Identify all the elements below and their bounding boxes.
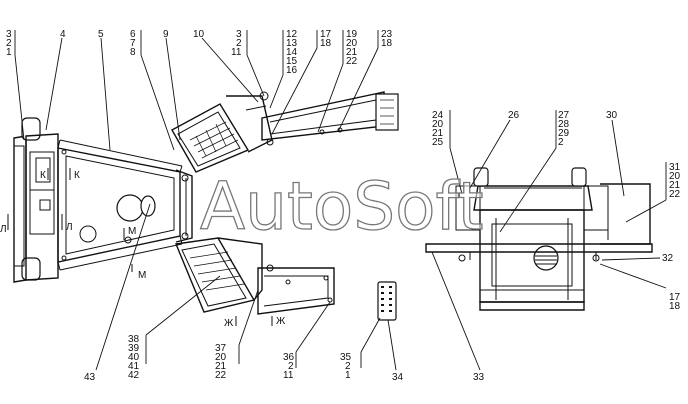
callout-17-18-top: 17 18 xyxy=(320,29,332,49)
svg-text:37: 37 xyxy=(215,343,227,354)
svg-text:20: 20 xyxy=(215,352,227,363)
lower-pedal-assembly xyxy=(175,237,335,315)
svg-text:11: 11 xyxy=(231,47,242,58)
callout-3-2-1: 3 2 1 xyxy=(6,29,12,58)
callout-32: 32 xyxy=(662,253,674,264)
svg-text:35: 35 xyxy=(340,352,352,363)
section-mark-m-upper: М xyxy=(128,226,136,237)
svg-text:6: 6 xyxy=(130,29,136,40)
svg-text:1: 1 xyxy=(345,370,351,381)
callout-36-2-11: 36 2 11 xyxy=(283,352,295,381)
callout-3-2-11: 3 2 11 xyxy=(231,29,242,58)
callout-24-25: 24 20 21 25 xyxy=(432,110,444,148)
callout-10: 10 xyxy=(193,29,205,40)
svg-text:8: 8 xyxy=(130,47,136,58)
svg-text:22: 22 xyxy=(669,189,681,200)
callout-12-16: 12 13 14 15 16 xyxy=(286,29,298,76)
svg-text:41: 41 xyxy=(128,361,140,372)
svg-text:12: 12 xyxy=(286,29,298,40)
callout-9: 9 xyxy=(163,29,169,40)
section-marks: К К Л Л М М Ж Ж xyxy=(0,168,286,329)
upper-pedal-assembly xyxy=(171,91,399,173)
section-mark-m-lower: М xyxy=(138,270,146,281)
svg-text:7: 7 xyxy=(130,38,136,49)
svg-text:13: 13 xyxy=(286,38,298,49)
svg-text:31: 31 xyxy=(669,162,681,173)
callout-30: 30 xyxy=(606,110,618,121)
svg-text:24: 24 xyxy=(432,110,444,121)
leader-lines xyxy=(14,30,667,371)
section-mark-l-left: Л xyxy=(0,224,7,235)
svg-text:3: 3 xyxy=(6,29,12,40)
svg-text:39: 39 xyxy=(128,343,140,354)
svg-text:28: 28 xyxy=(558,119,570,130)
callout-34: 34 xyxy=(392,372,404,383)
cab-floor-assembly xyxy=(13,117,193,283)
svg-text:21: 21 xyxy=(215,361,227,372)
svg-text:20: 20 xyxy=(432,119,444,130)
callout-31-22: 31 20 21 22 xyxy=(669,162,681,200)
svg-text:19: 19 xyxy=(346,29,358,40)
svg-text:2: 2 xyxy=(236,38,242,49)
front-view-assembly xyxy=(425,167,653,311)
callout-43: 43 xyxy=(84,372,96,383)
callout-33: 33 xyxy=(473,372,485,383)
callout-37-22: 37 20 21 22 xyxy=(215,343,227,381)
loose-pedal-pad xyxy=(377,281,397,321)
svg-text:22: 22 xyxy=(215,370,227,381)
svg-text:21: 21 xyxy=(669,180,681,191)
svg-text:1: 1 xyxy=(6,47,12,58)
svg-text:15: 15 xyxy=(286,56,298,67)
callout-4: 4 xyxy=(60,29,66,40)
svg-text:2: 2 xyxy=(6,38,12,49)
section-mark-zh-left: Ж xyxy=(224,318,234,329)
svg-text:29: 29 xyxy=(558,128,570,139)
svg-text:18: 18 xyxy=(669,301,681,312)
callout-35-2-1: 35 2 1 xyxy=(340,352,352,381)
callout-26: 26 xyxy=(508,110,520,121)
svg-text:40: 40 xyxy=(128,352,140,363)
section-mark-zh-right: Ж xyxy=(276,316,286,327)
callout-23-18: 23 18 xyxy=(381,29,393,49)
svg-text:2: 2 xyxy=(288,361,294,372)
svg-text:22: 22 xyxy=(346,56,358,67)
svg-text:18: 18 xyxy=(381,38,393,49)
callout-19-22: 19 20 21 22 xyxy=(346,29,358,67)
svg-text:21: 21 xyxy=(432,128,444,139)
callout-27-2: 27 28 29 2 xyxy=(558,110,570,148)
svg-text:25: 25 xyxy=(432,137,444,148)
callout-38-42: 38 39 40 41 42 xyxy=(128,334,140,381)
svg-text:14: 14 xyxy=(286,47,298,58)
svg-text:16: 16 xyxy=(286,65,298,76)
callout-5: 5 xyxy=(98,29,104,40)
svg-text:38: 38 xyxy=(128,334,140,345)
svg-text:2: 2 xyxy=(345,361,351,372)
watermark: AutoSoft xyxy=(200,168,483,245)
svg-text:11: 11 xyxy=(283,370,294,381)
callout-6-7-8: 6 7 8 xyxy=(130,29,136,58)
svg-text:42: 42 xyxy=(128,370,140,381)
callout-17-18-right: 17 18 xyxy=(669,292,681,312)
svg-text:27: 27 xyxy=(558,110,570,121)
svg-text:17: 17 xyxy=(320,29,332,40)
section-mark-k-left: К xyxy=(40,170,46,181)
svg-text:20: 20 xyxy=(346,38,358,49)
svg-text:21: 21 xyxy=(346,47,358,58)
section-mark-l-right: Л xyxy=(66,222,73,233)
svg-text:2: 2 xyxy=(558,137,564,148)
svg-text:3: 3 xyxy=(236,29,242,40)
svg-text:18: 18 xyxy=(320,38,332,49)
svg-text:20: 20 xyxy=(669,171,681,182)
callout-labels: 3 2 1 4 5 6 7 8 9 10 3 2 11 12 13 14 15 … xyxy=(6,29,681,383)
svg-text:17: 17 xyxy=(669,292,681,303)
section-mark-k-right: К xyxy=(74,170,80,181)
svg-text:36: 36 xyxy=(283,352,295,363)
svg-text:23: 23 xyxy=(381,29,393,40)
